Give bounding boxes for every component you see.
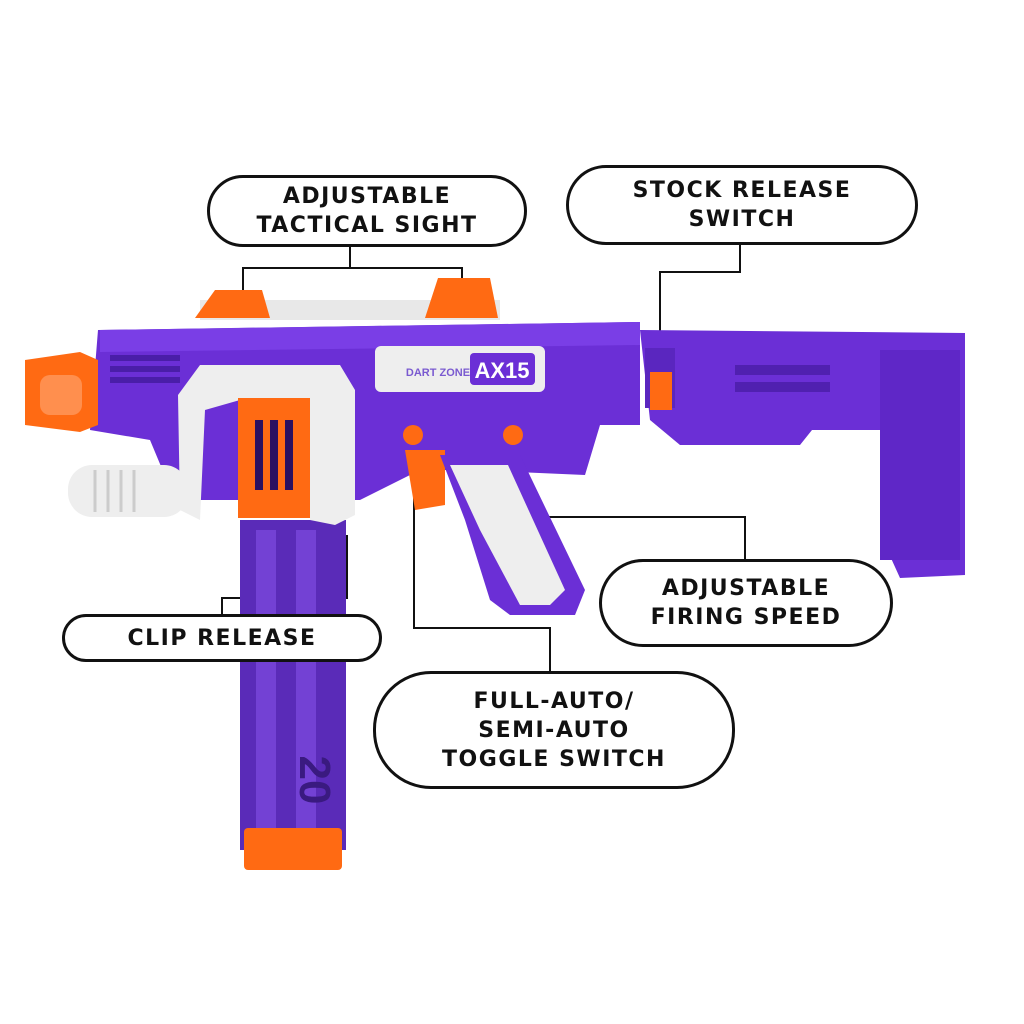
callout-text: SWITCH [688,207,796,232]
callout-text: TOGGLE SWITCH [442,746,666,772]
toggle-switch [403,425,423,445]
callout-text: ADJUSTABLE [661,576,831,601]
stock [640,330,965,578]
leader-sight [242,267,463,290]
magazine-label: 20 [290,756,339,805]
magazine: 20 [240,520,346,870]
callout-stock-release-switch: STOCK RELEASE SWITCH [566,165,918,245]
leader-toggle [413,440,551,671]
callout-text: ADJUSTABLE [282,184,452,209]
callout-text: FULL-AUTO/ [473,688,635,714]
callout-clip-release: CLIP RELEASE [62,614,382,662]
callout-adjustable-firing-speed: ADJUSTABLE FIRING SPEED [599,559,893,647]
under-barrel-light [68,465,188,517]
model-label: AX15 [474,358,529,383]
callout-adjustable-tactical-sight: ADJUSTABLE TACTICAL SIGHT [207,175,527,247]
callout-toggle-switch: FULL-AUTO/ SEMI-AUTO TOGGLE SWITCH [373,671,735,789]
callout-text: TACTICAL SIGHT [256,213,478,238]
callout-text: FIRING SPEED [650,605,842,630]
muzzle [25,352,98,432]
callout-text: SEMI-AUTO [478,717,630,743]
leader-stock [659,245,741,375]
stock-release-switch [650,372,672,410]
firing-speed-dial [503,425,523,445]
callout-text: CLIP RELEASE [127,625,317,651]
brand-label: DART ZONE [406,367,470,379]
callout-text: STOCK RELEASE [632,178,852,203]
grip [403,425,585,615]
